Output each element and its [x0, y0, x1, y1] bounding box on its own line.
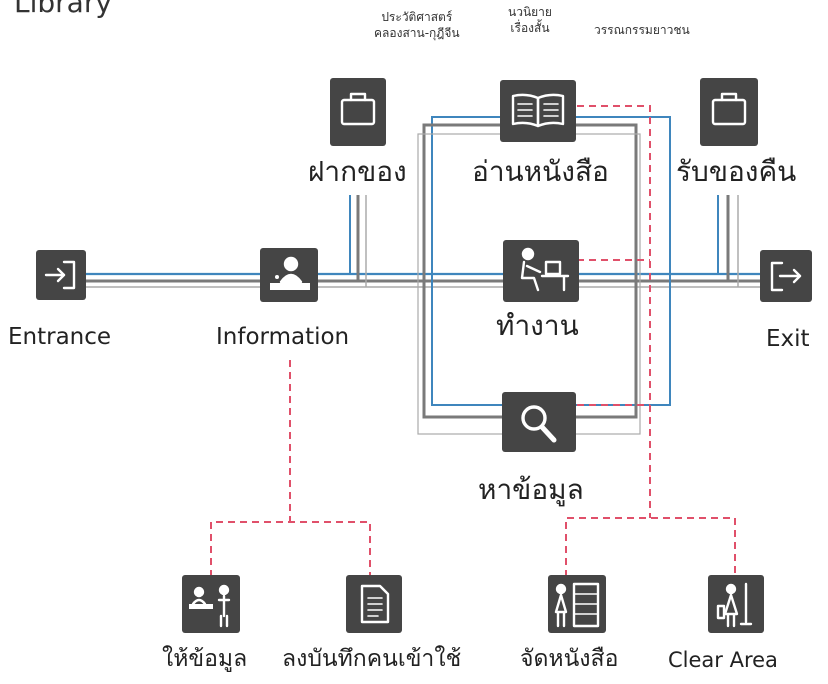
document-icon: [360, 584, 390, 624]
page-title: Library: [14, 0, 112, 19]
arrange-books-label: จัดหนังสือ: [520, 646, 619, 672]
reading-label: อ่านหนังสือ: [472, 155, 609, 188]
category-history: ประวัติศาสตร์ คลองสาน-กุฎีจีน: [374, 9, 460, 41]
clear-area-tile: [708, 575, 764, 633]
enter-icon: [44, 260, 76, 290]
working-tile: [503, 240, 579, 302]
category-novel-line2: เรื่องสั้น: [510, 21, 550, 36]
information-desk-icon: [270, 256, 310, 290]
icon-glyphs: [44, 92, 802, 628]
pickup-label: รับของคืน: [676, 155, 797, 188]
give-info-label: ให้ข้อมูล: [162, 646, 248, 672]
category-novel: นวนิยาย เรื่องสั้น: [508, 4, 552, 36]
register-label: ลงบันทึกคนเข้าใช้: [282, 646, 462, 672]
category-history-line2: คลองสาน-กุฎีจีน: [374, 26, 460, 41]
information-label: Information: [216, 324, 350, 350]
briefcase-icon: [711, 92, 747, 126]
entrance-label: Entrance: [8, 324, 112, 350]
clear-area-label: Clear Area: [668, 648, 778, 672]
open-book-icon: [511, 93, 565, 128]
exit-label: Exit: [766, 326, 810, 352]
searching-tile: [502, 392, 576, 452]
connection-paths: [85, 105, 760, 577]
staff-dashed-paths: [210, 105, 736, 577]
briefcase-icon: [340, 92, 376, 126]
person-at-desk-icon: [520, 247, 570, 292]
pickup-tile: [700, 78, 758, 146]
magnifier-icon: [521, 405, 557, 443]
deposit-tile: [330, 78, 386, 146]
category-youth: วรรณกรรมยาวชน: [594, 23, 690, 37]
staff-service-icon: [189, 584, 231, 628]
category-history-line1: ประวัติศาสตร์: [381, 10, 453, 24]
category-novel-line1: นวนิยาย: [508, 5, 552, 19]
cleaner-icon: [716, 582, 753, 628]
deposit-label: ฝากของ: [308, 155, 407, 188]
working-label: ทำงาน: [496, 309, 579, 342]
searching-label: หาข้อมูล: [478, 473, 584, 506]
bookshelf-icon: [554, 582, 600, 628]
exit-icon: [770, 261, 802, 292]
